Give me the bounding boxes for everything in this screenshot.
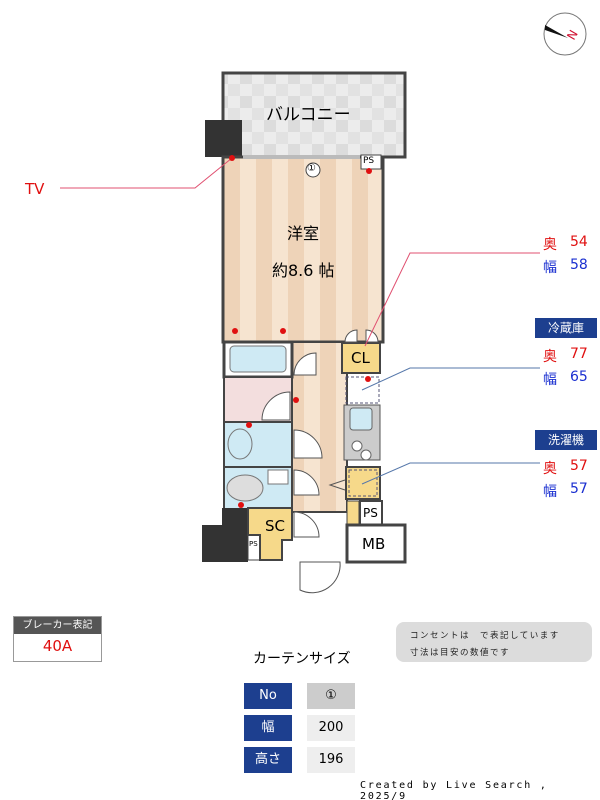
- curtain-no-value: ①: [307, 683, 355, 709]
- cl-label: CL: [351, 349, 370, 367]
- note-line1b: で表記しています: [480, 631, 560, 641]
- ps-bl-label: PS: [249, 540, 258, 548]
- curtain-width-header: 幅: [244, 715, 292, 741]
- closet-depth-label: 奥: [543, 237, 557, 253]
- washer-width-label: 幅: [543, 484, 557, 500]
- outlet-icons: [229, 155, 372, 508]
- pillar: [205, 120, 242, 157]
- breaker-value: 40A: [42, 637, 73, 655]
- fridge-space: [345, 376, 380, 404]
- curtain-marker: ①: [307, 163, 316, 174]
- tv-leader: [60, 157, 233, 189]
- balcony-label: バルコニー: [266, 105, 351, 125]
- room-size: 約8.6 帖: [272, 261, 335, 280]
- pillar-bottom: [202, 525, 248, 562]
- note-line2: 寸法は目安の数値です: [410, 648, 511, 658]
- fridge-width-label: 幅: [543, 372, 557, 388]
- washer-depth: 57: [570, 458, 588, 474]
- western-room: [221, 155, 385, 344]
- curtain-title: カーテンサイズ: [253, 651, 351, 667]
- washer-width: 57: [570, 481, 588, 497]
- curtain-no-header: No: [244, 683, 292, 709]
- closet: [341, 342, 381, 374]
- sc-label: SC: [265, 517, 285, 535]
- legend-note: コンセントはで表記しています 寸法は目安の数値です: [396, 622, 592, 662]
- room-name: 洋室: [287, 224, 320, 243]
- fridge-badge: 冷蔵庫: [535, 318, 597, 338]
- breaker-box: ブレーカー表記 40A: [13, 616, 102, 662]
- credit: Created by Live Search , 2025/9: [360, 780, 548, 800]
- curtain-height-header: 高さ: [244, 747, 292, 773]
- washer-space: [345, 466, 381, 500]
- closet-width-label: 幅: [543, 260, 557, 276]
- ps-br-label: PS: [363, 506, 378, 520]
- entrance-door: [299, 561, 341, 594]
- tv-label: TV: [25, 180, 45, 198]
- washer-depth-label: 奥: [543, 461, 557, 477]
- closet-leader: [364, 252, 540, 347]
- fridge-depth-label: 奥: [543, 349, 557, 365]
- fridge-width: 65: [570, 369, 588, 385]
- washer-leader: [361, 462, 540, 485]
- north-arrow-icon: [543, 12, 587, 56]
- curtain-height-value: 196: [307, 747, 355, 773]
- mb-label: MB: [362, 535, 386, 553]
- ps-top-label: PS: [363, 156, 375, 166]
- balcony: [221, 71, 407, 159]
- shoe-closet: [247, 507, 293, 561]
- meter-box: [345, 523, 407, 564]
- washer-badge: 洗濯機: [535, 430, 597, 450]
- closet-depth: 54: [570, 234, 588, 250]
- curtain-width-value: 200: [307, 715, 355, 741]
- fridge-depth: 77: [570, 346, 588, 362]
- breaker-title: ブレーカー表記: [14, 617, 101, 634]
- closet-width: 58: [570, 257, 588, 273]
- fridge-leader: [361, 367, 540, 391]
- note-line1a: コンセントは: [410, 631, 471, 641]
